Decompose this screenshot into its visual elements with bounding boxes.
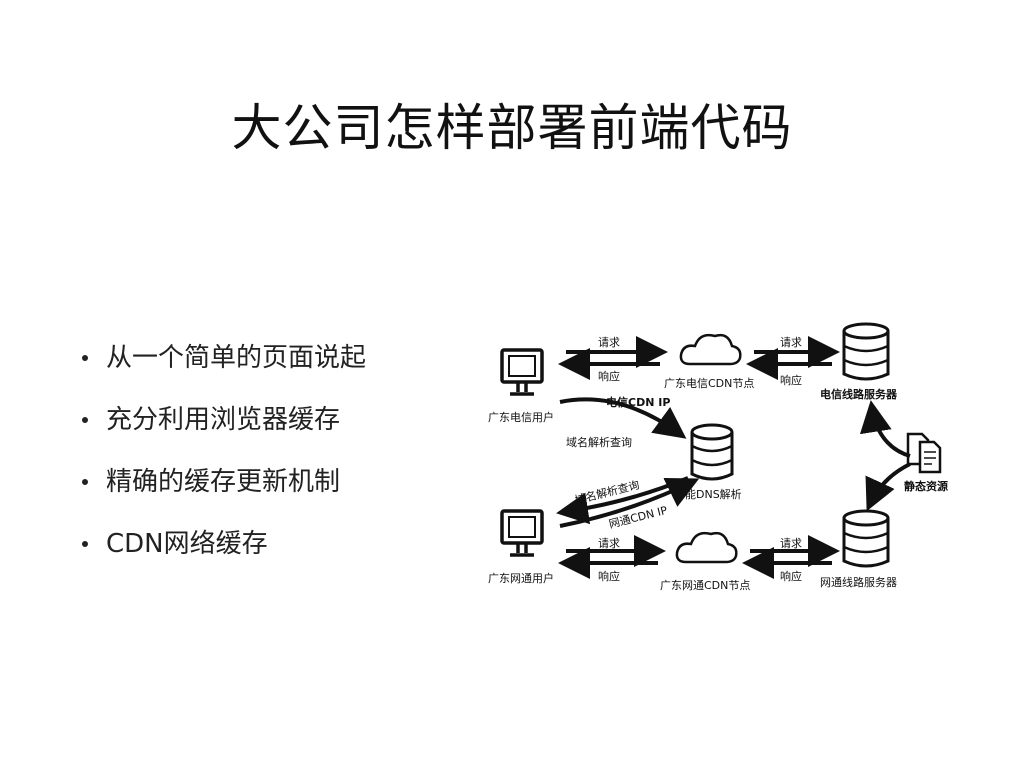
static-resources-label: 静态资源: [904, 479, 948, 493]
cdn-telecom-label: 广东电信CDN节点: [664, 377, 754, 390]
cloud-icon: [679, 333, 742, 366]
server-telecom-label: 电信线路服务器: [820, 387, 898, 401]
response-label: 响应: [780, 569, 802, 583]
slide-title: 大公司怎样部署前端代码: [231, 99, 793, 157]
database-icon: [690, 423, 734, 481]
smart-dns-label: 智能DNS解析: [674, 487, 742, 501]
document-icon: [906, 432, 942, 474]
bullet-item: 从一个简单的页面说起: [80, 336, 366, 398]
response-label: 响应: [598, 569, 620, 583]
request-label: 请求: [598, 537, 620, 550]
computer-icon: [500, 348, 544, 396]
request-label: 请求: [780, 336, 802, 349]
user-telecom-label: 广东电信用户: [488, 410, 554, 424]
cloud-icon: [675, 531, 738, 564]
bullet-item: CDN网络缓存: [80, 522, 366, 584]
netcom-cdn-ip-label: 网通CDN IP: [608, 504, 669, 531]
computer-icon: [500, 509, 544, 557]
response-label: 响应: [598, 369, 620, 383]
user-netcom-label: 广东网通用户: [488, 571, 554, 585]
telecom-cdn-ip-label: 电信CDN IP: [606, 395, 670, 409]
database-icon: [842, 322, 890, 381]
server-netcom-label: 网通线路服务器: [820, 575, 897, 589]
database-icon: [842, 509, 890, 568]
request-label: 请求: [780, 537, 802, 550]
dns-query-label: 域名解析查询: [566, 435, 632, 449]
response-label: 响应: [780, 373, 802, 387]
bullet-item: 精确的缓存更新机制: [80, 460, 366, 522]
cdn-architecture-diagram: 广东电信用户 广东网通用户 广东电信CDN节点 广东网通CDN节点 电信线路服务…: [488, 322, 948, 592]
cdn-netcom-label: 广东网通CDN节点: [660, 579, 750, 592]
bullet-item: 充分利用浏览器缓存: [80, 398, 366, 460]
bullet-list: 从一个简单的页面说起 充分利用浏览器缓存 精确的缓存更新机制 CDN网络缓存: [80, 336, 366, 584]
request-label: 请求: [598, 336, 620, 349]
